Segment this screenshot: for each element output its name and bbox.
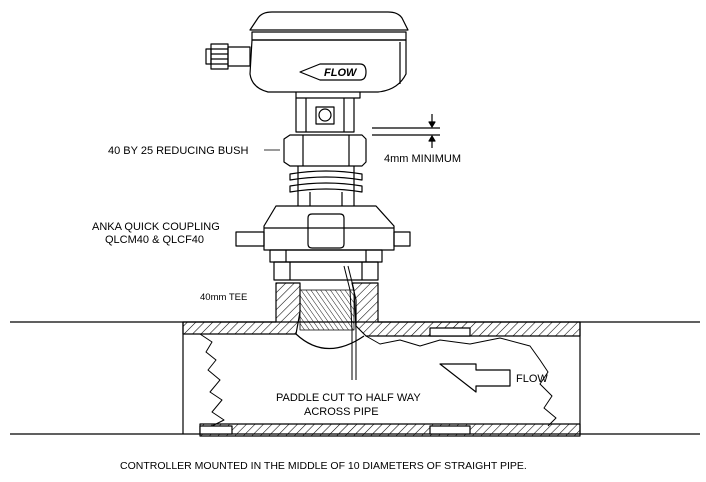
minimum-gap-label: 4mm MINIMUM [384, 153, 461, 165]
tee-label: 40mm TEE [200, 292, 247, 303]
flow-arrow [439, 363, 511, 393]
reducing-bush [283, 134, 367, 167]
paddle [343, 265, 357, 380]
housing-flow-tag [299, 63, 367, 81]
caption: CONTROLLER MOUNTED IN THE MIDDLE OF 10 D… [120, 460, 527, 472]
section-break [199, 333, 557, 427]
coupling-stem [289, 166, 363, 206]
minimum-gap-dimension [372, 114, 440, 148]
tee-fitting [182, 282, 581, 437]
reducing-bush-label: 40 BY 25 REDUCING BUSH [108, 145, 248, 157]
paddle-label-line1: PADDLE CUT TO HALF WAY [276, 392, 421, 404]
flow-label: FLOW [516, 373, 548, 385]
coupling-label-line1: ANKA QUICK COUPLING [92, 221, 220, 233]
quick-coupling [235, 205, 411, 281]
paddle-label-line2: ACROSS PIPE [304, 406, 379, 418]
coupling-label-line2: QLCM40 & QLCF40 [105, 234, 204, 246]
controller-housing [205, 11, 409, 133]
housing-flow-label: FLOW [324, 67, 358, 79]
